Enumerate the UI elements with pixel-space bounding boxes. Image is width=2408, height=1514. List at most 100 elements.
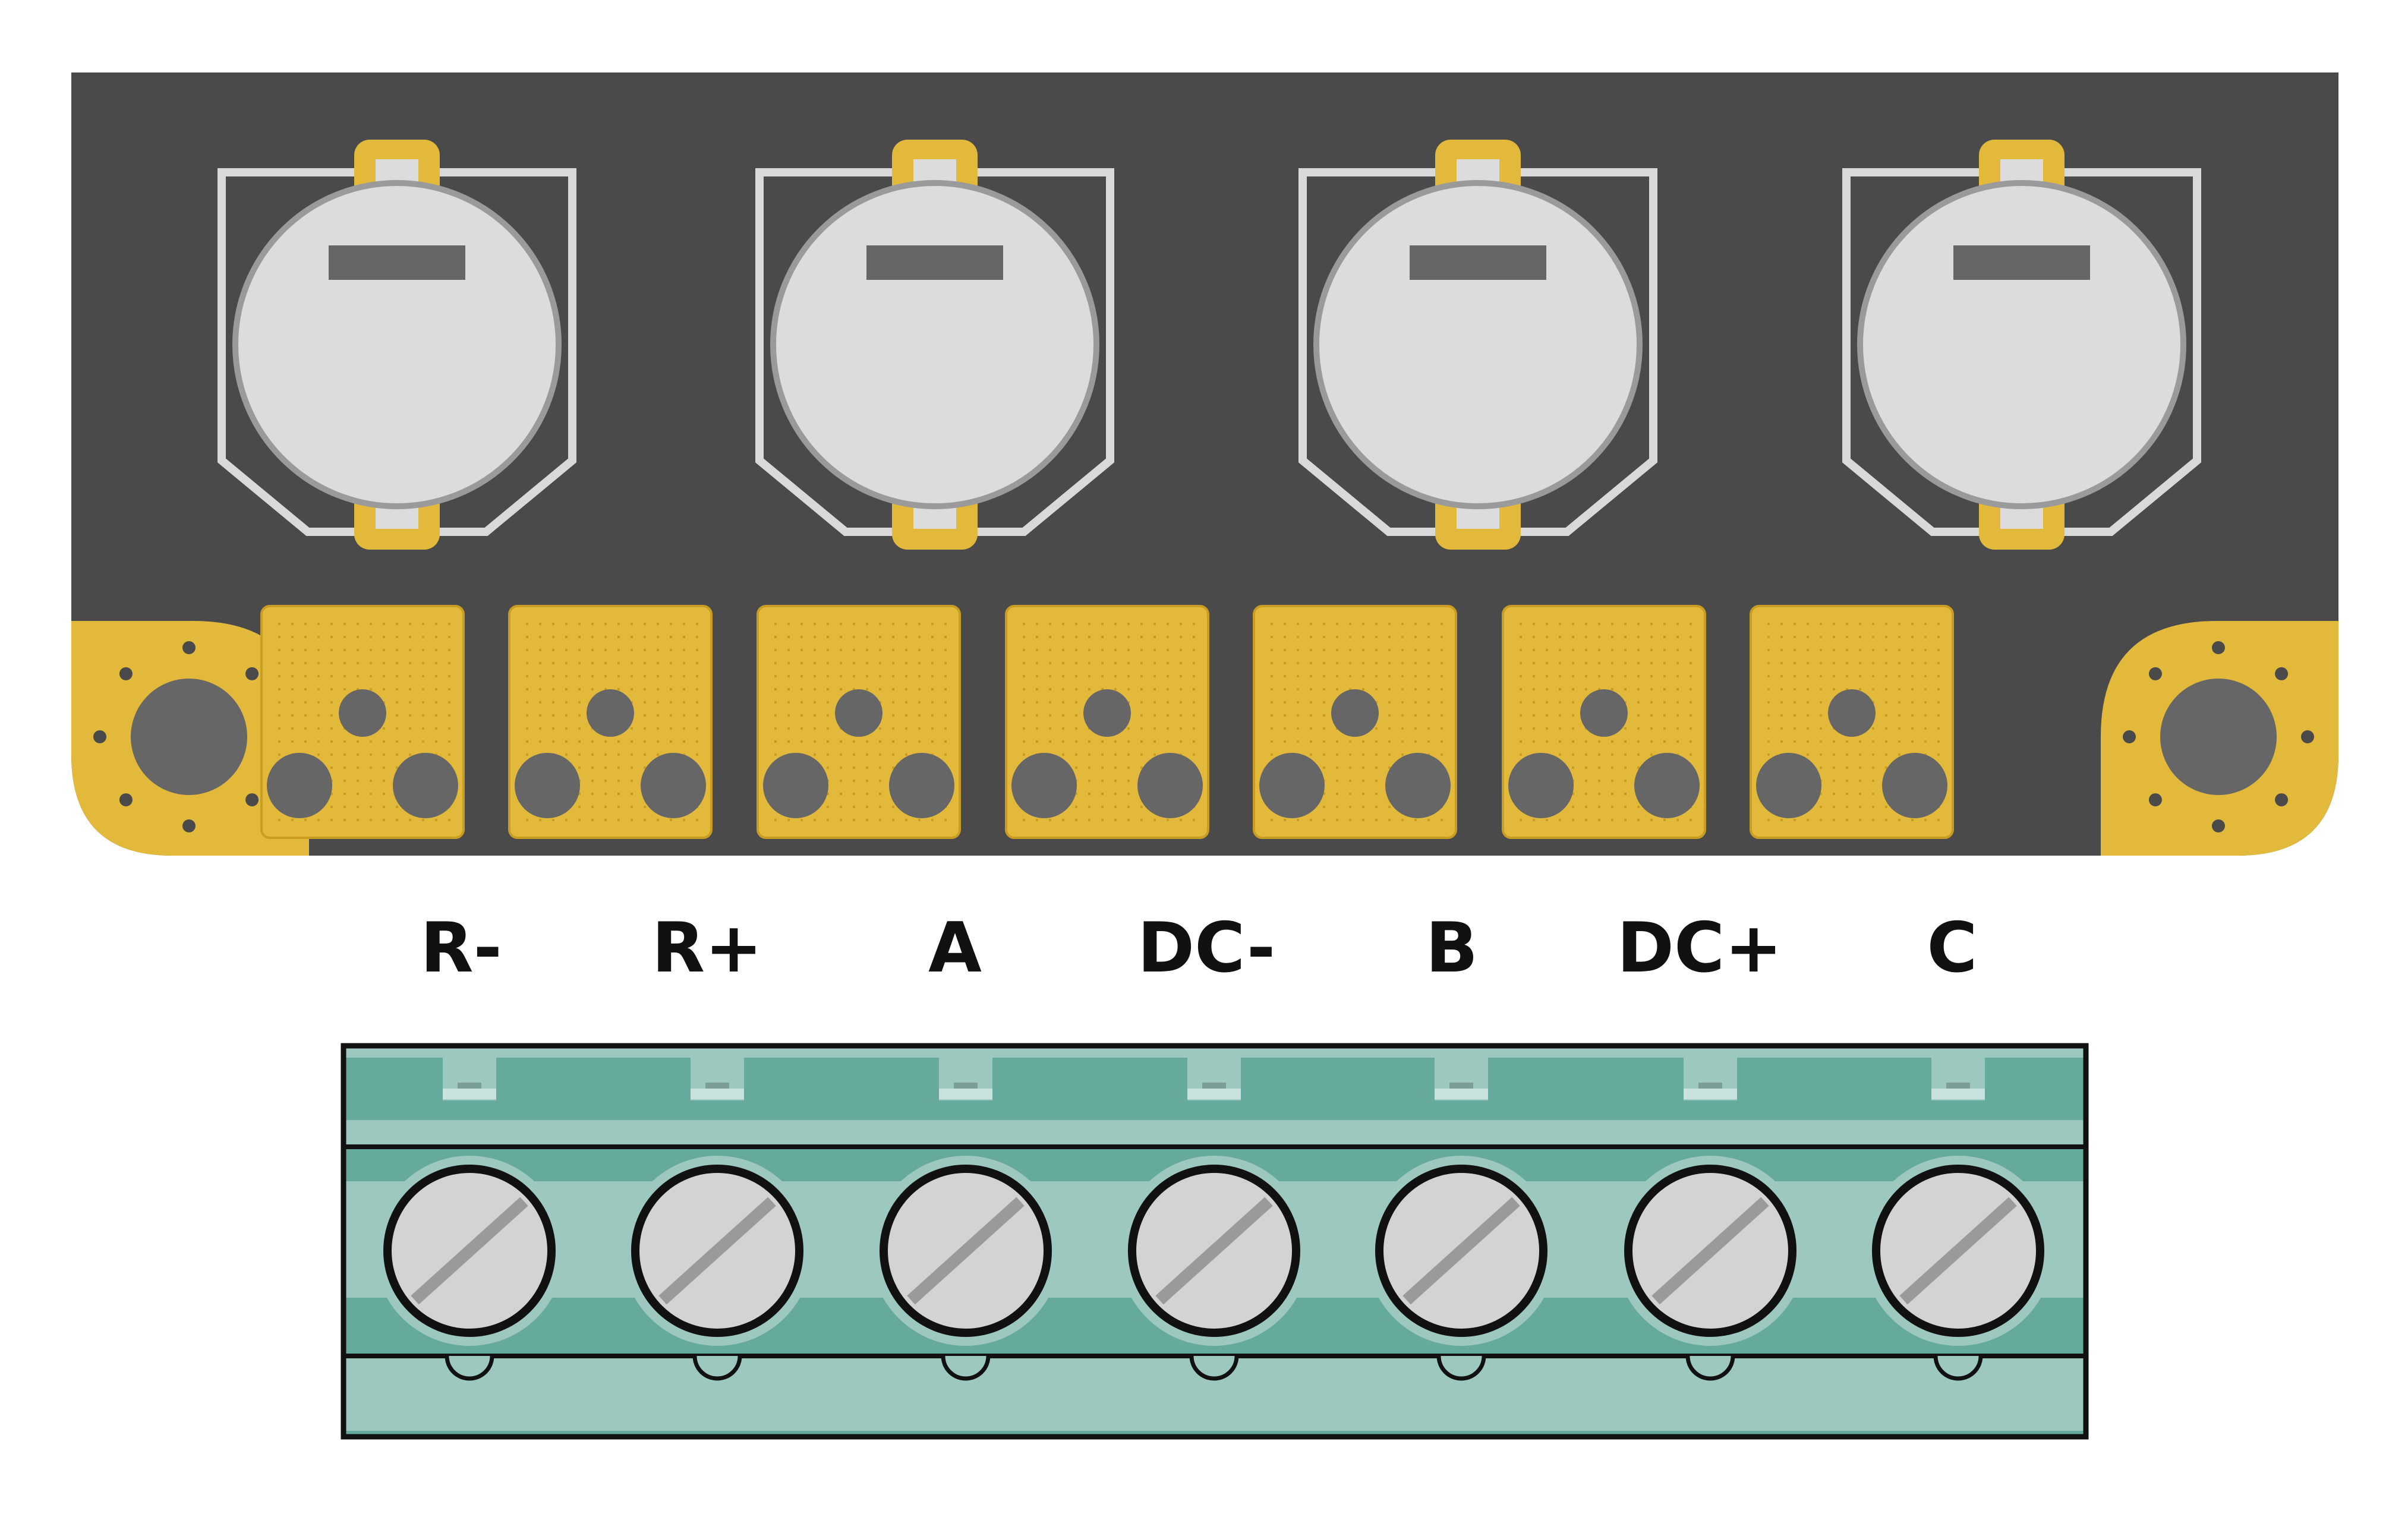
- coin-cell: [1313, 180, 1643, 509]
- pad-hole-left: [515, 753, 580, 818]
- pad-hole-top: [1083, 689, 1131, 737]
- coin-cell-icon: [1842, 140, 2201, 550]
- terminal-tab-lip: [443, 1089, 496, 1099]
- solder-pad-icon: [1750, 605, 1954, 839]
- solder-pad-icon: [1502, 605, 1706, 839]
- terminal-tab-lip: [1187, 1089, 1241, 1099]
- terminal-upper-band: [343, 1120, 2086, 1147]
- battery-holder-outline: [1842, 168, 2201, 536]
- wire-opening: [1685, 1355, 1735, 1381]
- pad-hole-top: [339, 689, 386, 737]
- coin-cell: [770, 180, 1099, 509]
- screw-icon: [1119, 1052, 1309, 1381]
- coin-cell-icon: [755, 140, 1114, 550]
- pad-hole-left: [1259, 753, 1325, 818]
- pin-label-3: A: [928, 908, 982, 988]
- terminal-tab-slot: [954, 1083, 978, 1089]
- terminal-tab-slot: [1202, 1083, 1226, 1089]
- wire-opening: [692, 1355, 742, 1381]
- screw-icon: [622, 1052, 812, 1381]
- wire-opening: [1189, 1355, 1239, 1381]
- screw-slot: [1651, 1197, 1769, 1305]
- coin-cell-icon: [218, 140, 576, 550]
- terminal-tab-slot: [705, 1083, 729, 1089]
- pad-hole-right: [641, 753, 706, 818]
- pad-hole-left: [1508, 753, 1574, 818]
- terminal-tab-lip: [691, 1089, 744, 1099]
- pad-hole-right: [1385, 753, 1451, 818]
- mount-via: [2275, 793, 2289, 807]
- screw-icon: [1366, 1052, 1556, 1381]
- pad-hole-right: [889, 753, 954, 818]
- pin-label-2: R+: [652, 908, 763, 988]
- screw-icon: [374, 1052, 565, 1381]
- screw-slot: [1899, 1197, 2017, 1305]
- mount-hole-right: [2160, 679, 2277, 795]
- mount-via: [2123, 730, 2136, 743]
- screw-slot: [907, 1197, 1025, 1305]
- screw-slot: [658, 1197, 776, 1305]
- pad-hole-left: [1756, 753, 1821, 818]
- solder-pad-icon: [1253, 605, 1457, 839]
- mount-via: [245, 667, 259, 680]
- pad-hole-top: [587, 689, 634, 737]
- wire-opening: [445, 1355, 494, 1381]
- terminal-tab-lip: [1435, 1089, 1488, 1099]
- solder-pad-icon: [757, 605, 961, 839]
- battery-holder-outline: [218, 168, 576, 536]
- pad-hole-top: [1331, 689, 1379, 737]
- screw-icon: [1863, 1052, 2053, 1381]
- wire-opening: [1933, 1355, 1983, 1381]
- pin-label-4: DC-: [1137, 908, 1275, 988]
- battery-minus-mark: [1953, 245, 2090, 280]
- screw-slot: [1402, 1197, 1520, 1305]
- mount-hole-left: [131, 679, 247, 795]
- mount-via: [182, 641, 196, 654]
- screw-icon: [871, 1052, 1061, 1381]
- pad-hole-top: [1580, 689, 1628, 737]
- mount-via: [2301, 730, 2314, 743]
- mount-via: [2212, 819, 2225, 832]
- screw-slot: [411, 1197, 528, 1305]
- terminal-tab-slot: [1946, 1083, 1970, 1089]
- terminal-tab-lip: [1931, 1089, 1985, 1099]
- screw-icon: [1615, 1052, 1805, 1381]
- pad-hole-right: [1634, 753, 1700, 818]
- pad-hole-top: [835, 689, 882, 737]
- terminal-tab-slot: [1449, 1083, 1473, 1089]
- coin-cell: [1857, 180, 2186, 509]
- pad-hole-top: [1828, 689, 1876, 737]
- pcb-board: [71, 72, 2338, 856]
- pin-label-6: DC+: [1617, 908, 1783, 988]
- pin-label-5: B: [1426, 908, 1478, 988]
- mount-via: [2275, 667, 2289, 680]
- terminal-tab-slot: [458, 1083, 481, 1089]
- battery-holder-outline: [755, 168, 1114, 536]
- mounting-hole-icon: [93, 641, 285, 832]
- pin-label-7: C: [1927, 908, 1977, 988]
- mount-via: [182, 819, 196, 832]
- terminal-tab-slot: [1698, 1083, 1722, 1089]
- mount-via: [93, 730, 106, 743]
- mount-via: [2212, 641, 2225, 654]
- pad-hole-left: [267, 753, 332, 818]
- pad-hole-left: [763, 753, 828, 818]
- battery-minus-mark: [866, 245, 1003, 280]
- wire-opening: [1436, 1355, 1486, 1381]
- pad-hole-right: [1882, 753, 1947, 818]
- battery-minus-mark: [329, 245, 465, 280]
- battery-holder-outline: [1298, 168, 1657, 536]
- mount-via: [245, 793, 259, 807]
- terminal-tab-lip: [939, 1089, 992, 1099]
- pin-label-1: R-: [420, 908, 502, 988]
- pad-hole-left: [1011, 753, 1077, 818]
- mount-via: [119, 667, 133, 680]
- mount-via: [119, 793, 133, 807]
- solder-pad-icon: [1005, 605, 1209, 839]
- pin-labels: R- R+ A DC- B DC+ C: [420, 908, 1977, 988]
- screw-slot: [1155, 1197, 1273, 1305]
- terminal-outline: [341, 1043, 2089, 1440]
- pad-hole-right: [393, 753, 458, 818]
